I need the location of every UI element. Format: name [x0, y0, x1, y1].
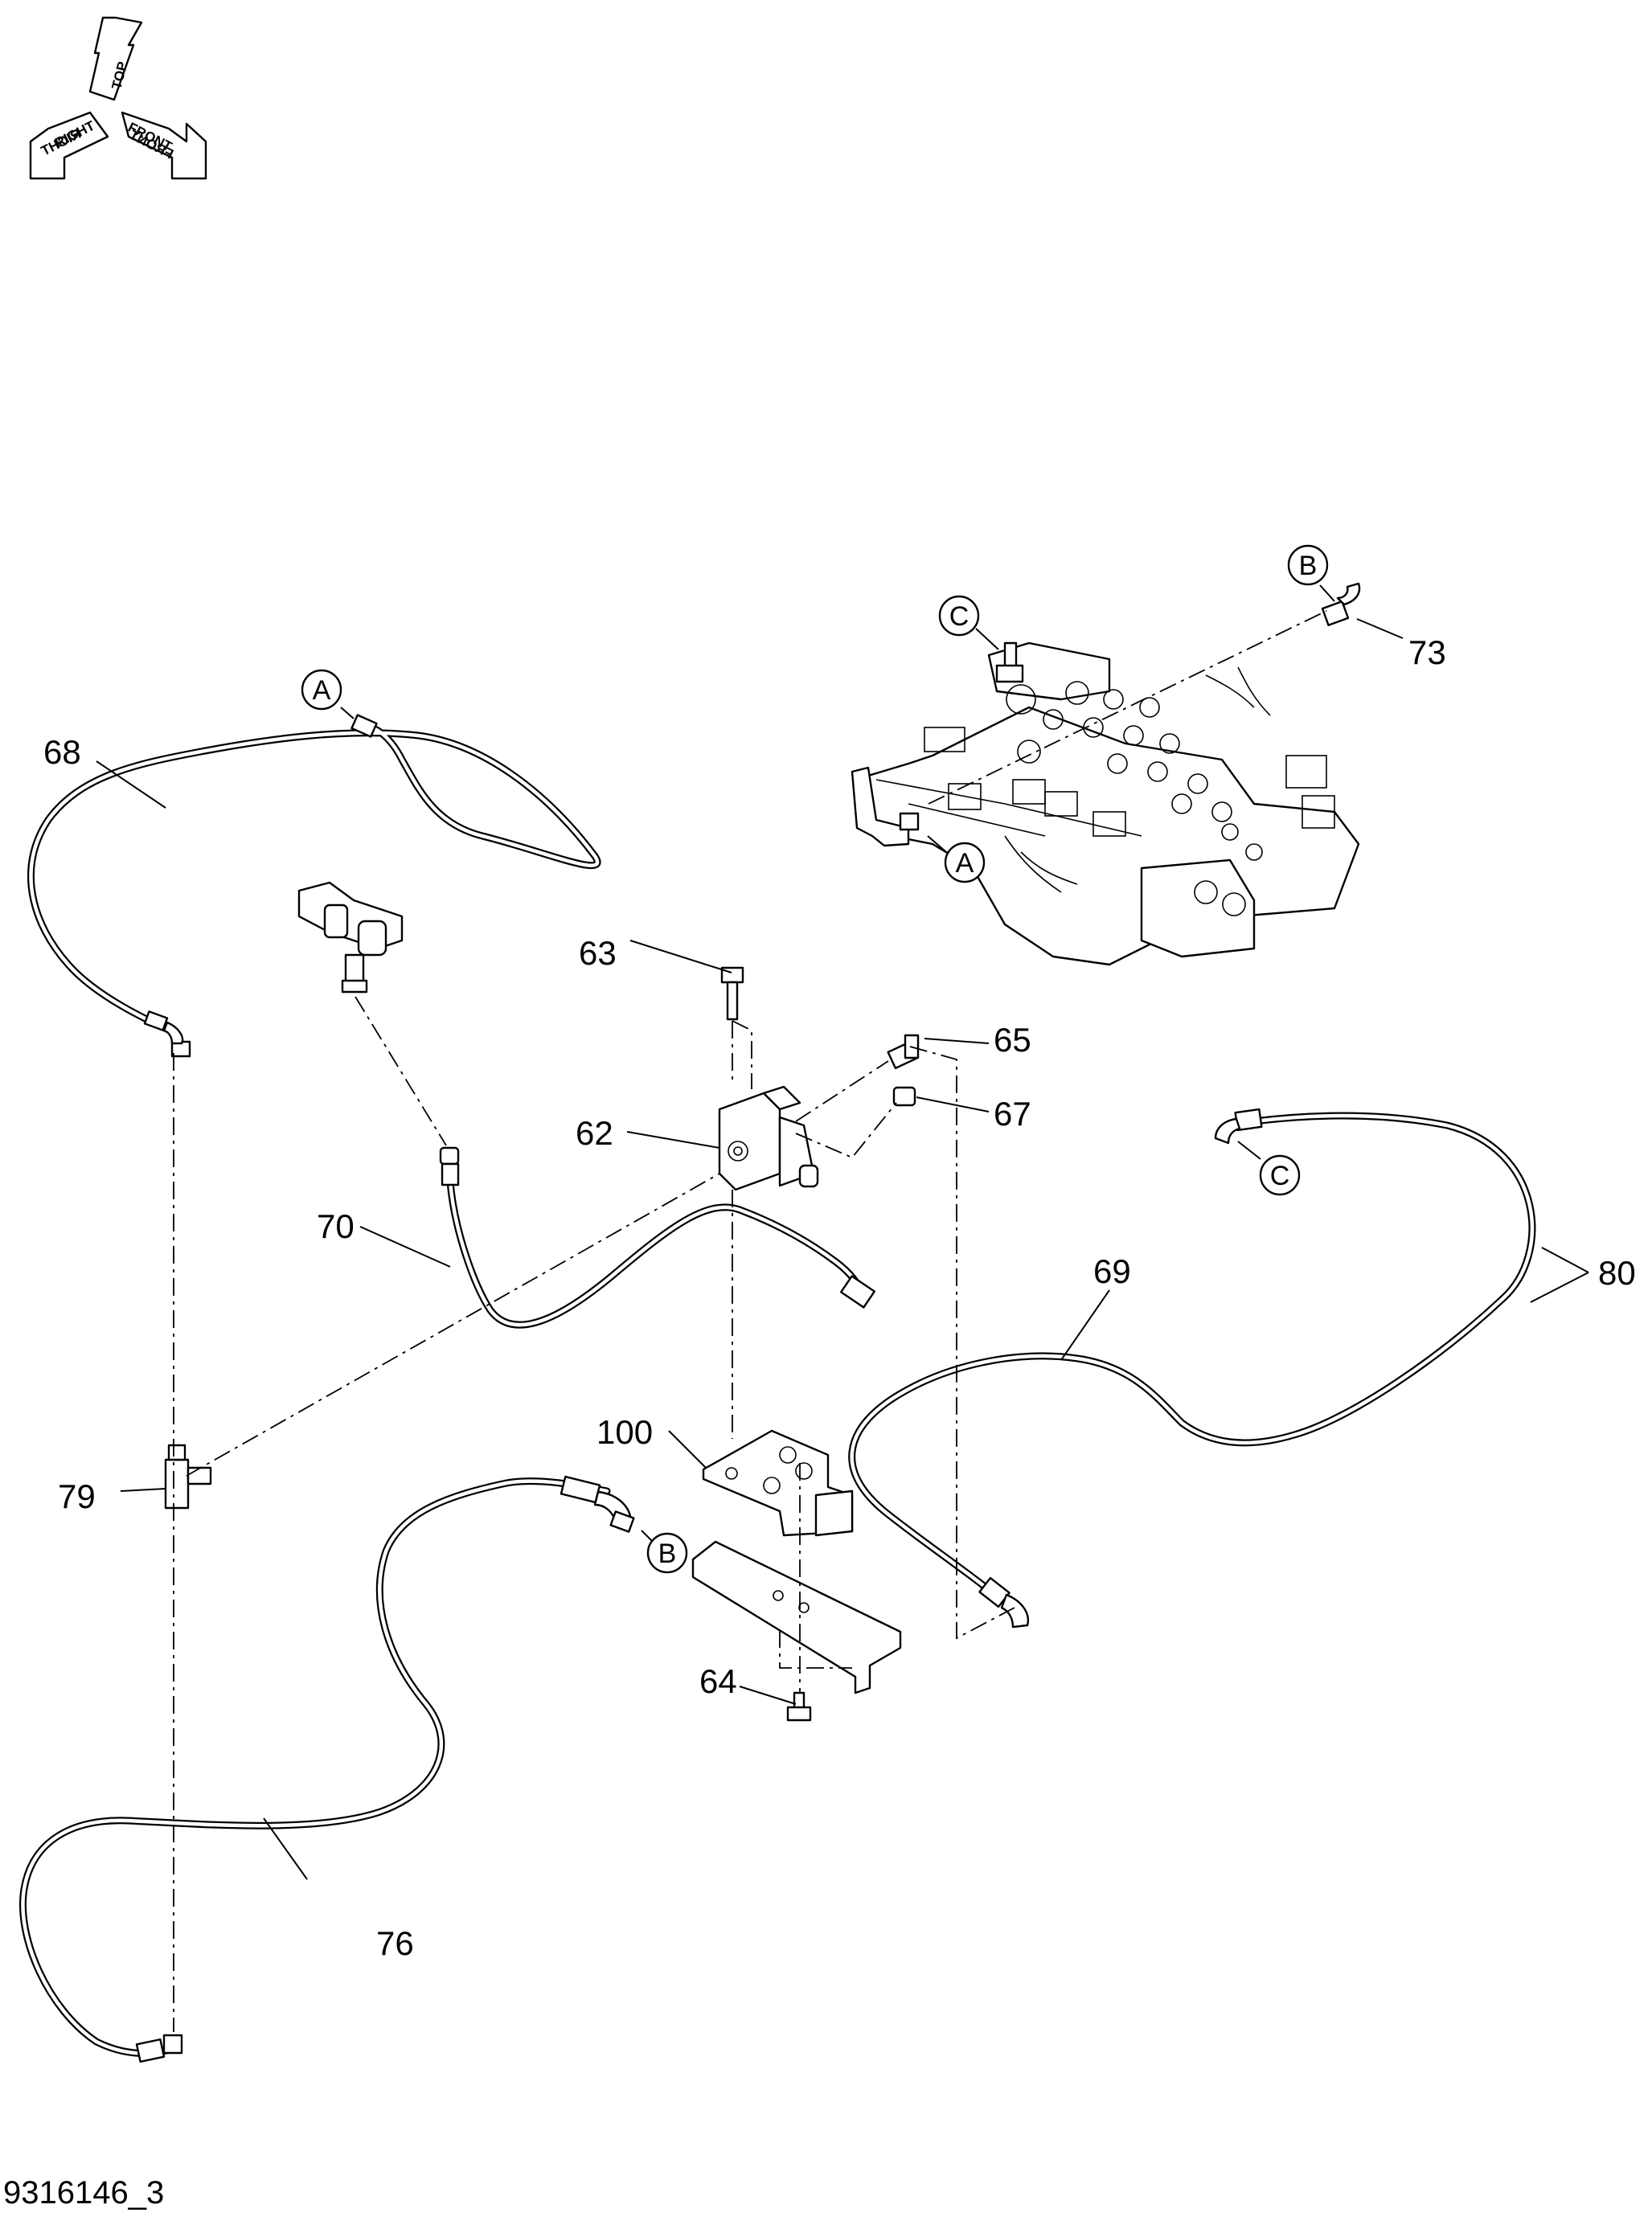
callout-69: 69 [1093, 1252, 1131, 1290]
callout-100: 100 [596, 1413, 653, 1451]
reference-b-hose-label: B [658, 1539, 677, 1569]
control-valve-assembly [851, 641, 1360, 966]
support-frame [691, 1540, 902, 1694]
right-arrow-icon [29, 111, 109, 180]
reference-c-hose-label: C [1270, 1161, 1290, 1191]
reference-b-hose: B [641, 1530, 688, 1574]
callout-65: 65 [994, 1021, 1031, 1059]
reference-b-valve-label: B [1299, 551, 1318, 581]
reference-a-valve-label: A [956, 848, 974, 879]
front-arrow-icon [121, 111, 207, 180]
callout-67: 67 [994, 1095, 1031, 1133]
reference-b-valve: B [1287, 544, 1335, 602]
callout-68: 68 [43, 733, 81, 771]
reference-a-valve: A [927, 835, 986, 883]
callout-80: 80 [1598, 1254, 1636, 1292]
adapter-67 [892, 1086, 916, 1107]
orientation-triad: TOP RIGHT FRONT RIGHT FRONT [29, 16, 207, 180]
bracket-100 [702, 1429, 854, 1537]
hose-76 [19, 1475, 635, 2063]
bolt-64 [786, 1691, 812, 1722]
reference-c-hose: C [1237, 1141, 1301, 1196]
pressure-switch-block [297, 881, 404, 994]
assembly-lines [173, 610, 1327, 2032]
shuttle-valve-62 [718, 1085, 819, 1191]
hose-69 [848, 1108, 1536, 1629]
callout-73: 73 [1408, 633, 1446, 671]
drawing-number: 9316146_3 [3, 2175, 165, 2211]
callout-62: 62 [576, 1114, 613, 1152]
callout-70: 70 [317, 1207, 355, 1245]
top-arrow-icon [88, 16, 143, 101]
bolt-63 [720, 966, 744, 1021]
reference-a-hose: A [301, 669, 355, 719]
callout-76: 76 [376, 1924, 414, 1962]
hose-70 [439, 1146, 876, 1329]
callout-64: 64 [699, 1662, 737, 1700]
reference-c-valve-label: C [949, 601, 969, 632]
leader-lines [96, 618, 1589, 1880]
elbow-fitting-65 [887, 1034, 920, 1070]
hose-68 [27, 714, 601, 1058]
reference-c-valve: C [938, 595, 999, 650]
elbow-73 [1321, 582, 1361, 626]
callout-79: 79 [58, 1477, 96, 1515]
tee-fitting-79 [164, 1444, 212, 1510]
reference-a-hose-label: A [313, 675, 331, 706]
callout-63: 63 [579, 934, 617, 972]
